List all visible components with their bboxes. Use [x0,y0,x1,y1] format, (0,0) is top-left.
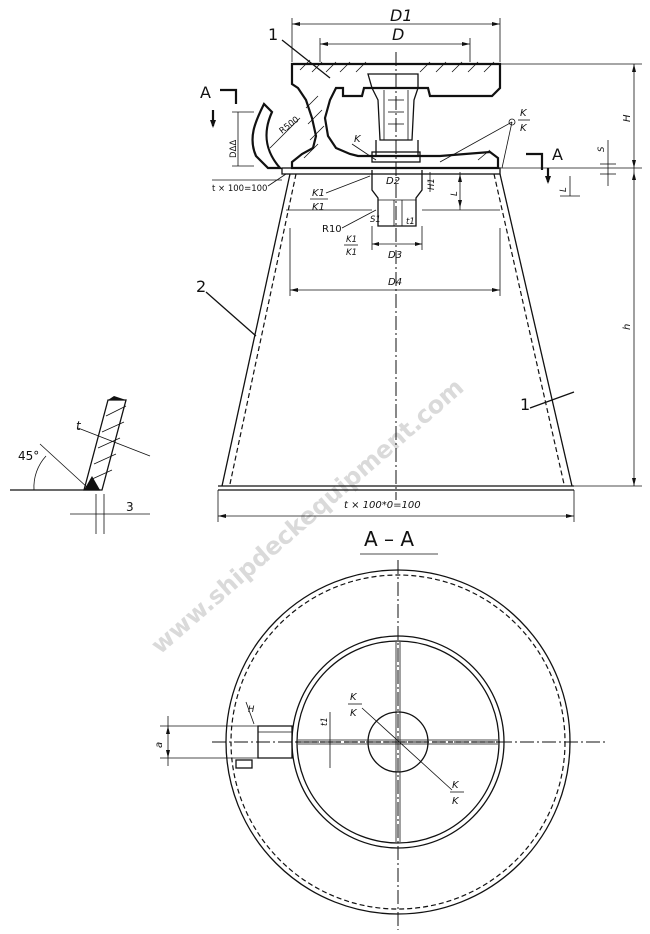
svg-text:K1: K1 [346,248,357,258]
dim-d1: D1 [390,6,413,25]
cone-body [218,52,574,500]
dim-d2: D2 [386,176,400,187]
dim-d: D [392,25,404,44]
weld-angle: 45° [18,449,39,463]
dim-r500: R500 [278,115,302,137]
svg-text:K: K [520,123,528,134]
plan-t1: t1 [320,717,330,726]
dim-t1: t1 [406,217,415,227]
dim-bottom-block: t × 100*0=100 [217,490,575,522]
plan-h: H [248,705,255,715]
section-arrow-left: A [200,83,238,128]
dim-h-upper: H [622,114,633,122]
weld-thickness: t [76,419,82,433]
dim-l-block: L [422,172,500,211]
section-plan: A – A K K K K t1 H [154,527,606,930]
k-annotations: K K K K1 K1 [310,108,530,213]
section-title: A – A [364,527,414,551]
dim-t100: t × 100=100 [212,184,267,194]
svg-text:K1: K1 [312,202,325,213]
callout-1-right: 1 [520,395,530,414]
plan-a: a [154,742,165,748]
callout-1-top: 1 [268,25,278,44]
dim-d4-block: D4 [289,228,501,296]
svg-text:K: K [354,134,362,145]
dim-t100-bottom: t × 100*0=100 [344,500,421,511]
svg-text:K: K [350,692,358,703]
weld-detail: 45° t 3 [10,396,151,534]
svg-text:K1: K1 [346,235,357,245]
svg-text:K: K [520,108,528,119]
dim-s: S [597,146,607,152]
weld-gap: 3 [126,500,134,514]
dim-l-small: L [559,187,569,192]
section-marker-a-right: A [552,145,563,164]
bollard-head: D1 D 1 [268,6,502,170]
base-flange: t × 100=100 [212,167,501,194]
right-dims: H h S A L [500,63,642,487]
svg-text:K: K [452,780,460,791]
dim-h1: H1 [427,178,437,190]
svg-text:K: K [350,708,358,719]
dim-s1: S1 [370,215,381,225]
dim-r10: R10 [322,224,342,235]
svg-text:K: K [452,796,460,807]
dim-h-lower: h [622,324,633,330]
dim-l: L [450,191,460,196]
svg-text:K1: K1 [312,188,325,199]
dim-d3: D3 [388,250,402,261]
dim-d-lip: DΔΔ [229,140,239,158]
callouts-body: 2 1 [196,277,575,414]
center-spigot: D2 H1 R10 K1 K1 S1 t1 D3 [322,170,437,261]
section-marker-a-left: A [200,83,211,102]
callout-2: 2 [196,277,206,296]
dim-d4: D4 [388,277,402,288]
guide-lip: DΔΔ R500 [229,102,302,170]
